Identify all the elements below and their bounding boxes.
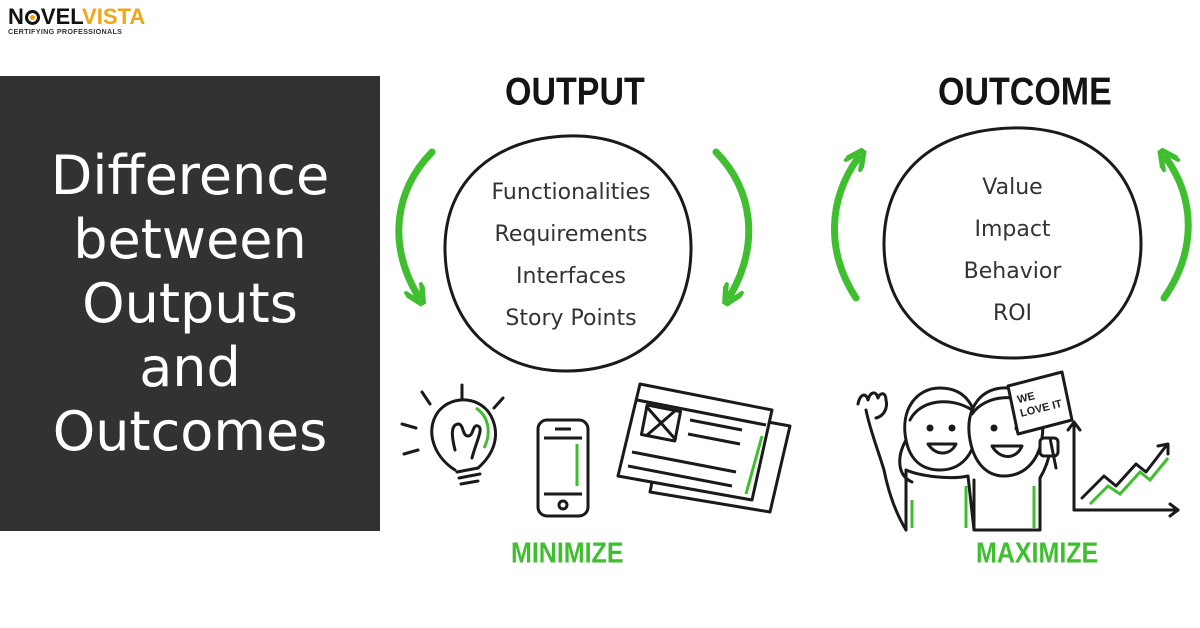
output-items: Functionalities Requirements Interfaces … [466, 172, 676, 340]
wireframe-windows-icon [616, 382, 792, 514]
logo-tagline: CERTIFYING PROFESSIONALS [8, 27, 123, 36]
outcome-circle [882, 126, 1143, 360]
output-arrow-left-icon [395, 148, 436, 296]
outcome-items: Value Impact Behavior ROI [900, 167, 1125, 335]
output-circle [443, 134, 693, 373]
output-item: Interfaces [516, 264, 626, 289]
output-item: Requirements [494, 222, 648, 247]
people-highlight-icon [910, 486, 1036, 528]
happy-people-icon [856, 386, 1060, 532]
phone-icon [536, 418, 590, 518]
title-panel: Difference between Outputs and Outcomes [0, 76, 380, 531]
logo-text-vel: VEL [40, 4, 83, 29]
title-line-1: Difference [50, 143, 330, 207]
lightbulb-highlight-icon [475, 406, 490, 449]
outcome-item: Value [982, 175, 1043, 200]
outcome-arrow-right-icon [1164, 158, 1192, 302]
logo-wordmark: N VELVISTA [8, 4, 145, 30]
title-line-3: Outputs [82, 271, 298, 335]
outcome-arrow-left-icon [831, 158, 858, 302]
outcome-item: Behavior [963, 259, 1062, 284]
output-arrow-right-icon [712, 148, 753, 296]
love-it-sign: WE LOVE IT [1006, 370, 1074, 436]
output-item: Story Points [505, 306, 637, 331]
rising-chart-highlight-icon [1088, 457, 1170, 506]
outcome-item: Impact [974, 217, 1051, 242]
outcome-heading: OUTCOME [938, 70, 1112, 114]
logo-text-vista: VISTA [82, 4, 146, 29]
sign-line-1: WE [1016, 390, 1036, 406]
logo-o-ring-icon [24, 10, 40, 25]
outcome-item: ROI [992, 301, 1033, 326]
novelvista-logo: N VELVISTA CERTIFYING PROFESSIONALS [8, 4, 148, 38]
minimize-label: MINIMIZE [511, 537, 624, 570]
wireframe-highlight-icon [744, 435, 764, 495]
title-line-5: Outcomes [52, 399, 328, 463]
title-line-2: between [73, 207, 307, 271]
logo-letter-n: N [8, 4, 24, 29]
output-item: Functionalities [491, 180, 651, 205]
rising-chart-icon [1066, 420, 1180, 518]
title-line-4: and [139, 335, 241, 399]
lightbulb-icon [400, 383, 505, 486]
maximize-label: MAXIMIZE [976, 537, 1099, 570]
output-heading: OUTPUT [505, 70, 645, 114]
